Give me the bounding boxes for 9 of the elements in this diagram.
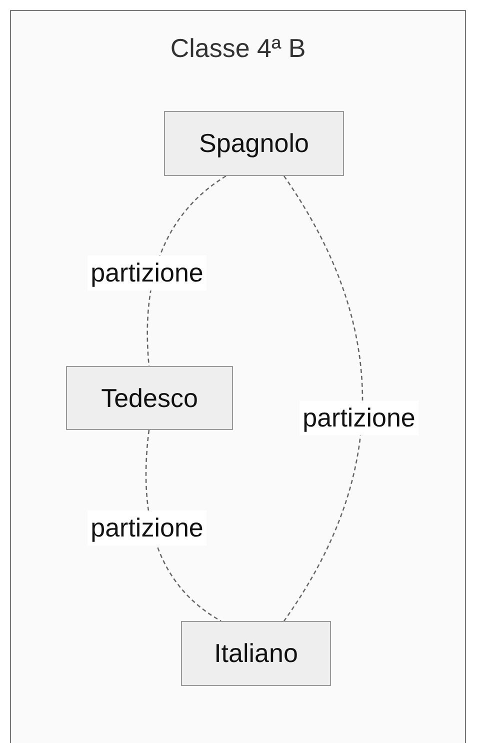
- connector-line: [283, 176, 364, 622]
- subject-box: Italiano: [181, 621, 331, 686]
- frame-title: Classe 4ª B: [169, 33, 307, 64]
- class-frame: [10, 10, 466, 743]
- subject-box: Tedesco: [66, 366, 233, 430]
- edge-label: partizione: [300, 400, 418, 436]
- subject-box: Spagnolo: [164, 111, 344, 176]
- edge-label: partizione: [88, 510, 206, 546]
- edge-label: partizione: [88, 256, 206, 290]
